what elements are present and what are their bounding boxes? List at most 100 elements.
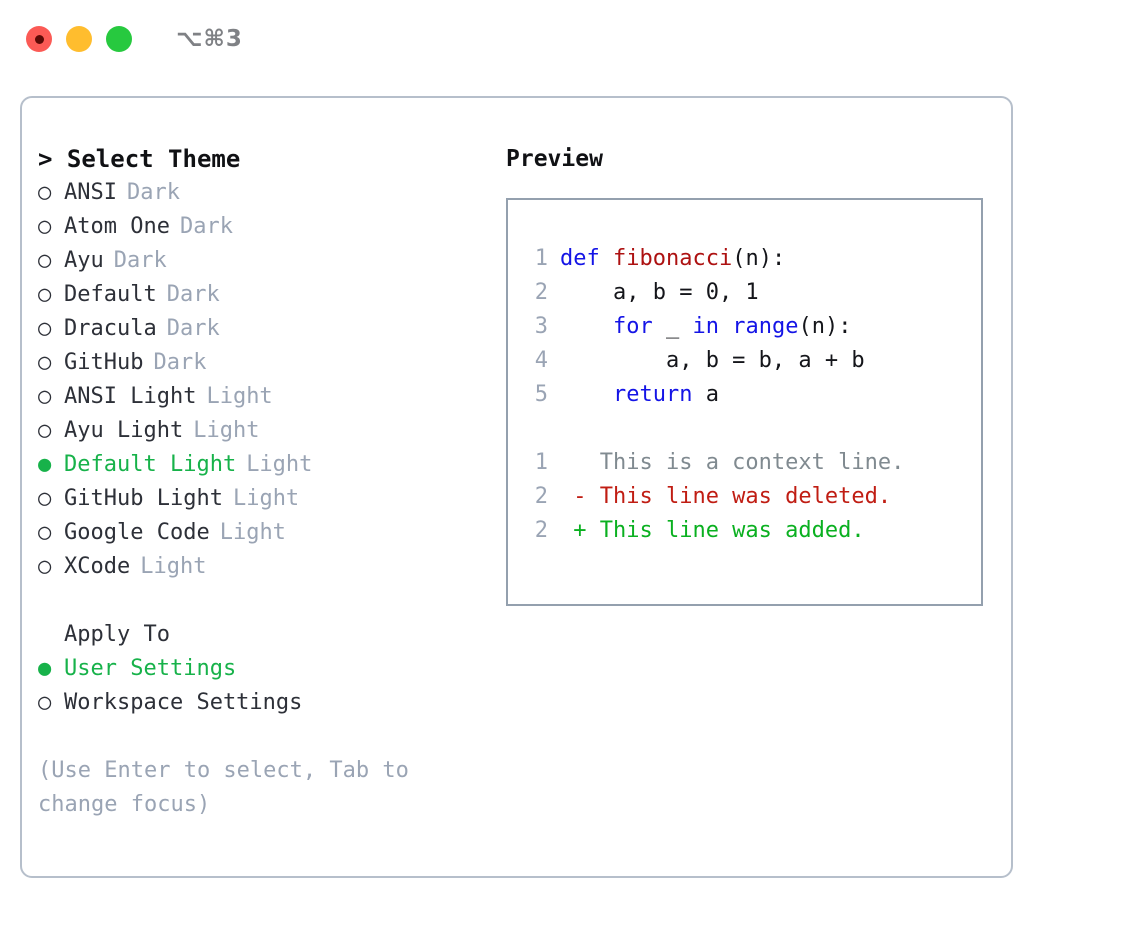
traffic-lights — [26, 26, 132, 52]
apply-to-option-0[interactable]: ● User Settings — [38, 652, 492, 686]
code-token-pl: _ — [652, 314, 693, 339]
radio-unselected-icon: ○ — [38, 520, 52, 545]
code-line-number: 1 — [534, 246, 548, 271]
radio-unselected-icon: ○ — [38, 248, 52, 273]
code-line-number: 5 — [534, 382, 548, 407]
code-line: 5 return a — [522, 378, 981, 412]
code-line-content: a, b = 0, 1 — [560, 276, 759, 310]
code-line-content: a, b = b, a + b — [560, 344, 865, 378]
theme-option-label: Atom One — [64, 214, 170, 239]
code-token-kw: def — [560, 246, 613, 271]
theme-option-tag: Light — [140, 554, 207, 579]
theme-option-tag: Light — [206, 384, 273, 409]
minimize-window-icon[interactable] — [66, 26, 92, 52]
code-token-pl: (n): — [798, 314, 852, 339]
theme-option-tag: Light — [232, 486, 300, 511]
theme-option-label: Ayu — [64, 248, 104, 273]
radio-unselected-icon: ○ — [38, 486, 52, 511]
theme-option-label: Ayu Light — [64, 418, 184, 443]
code-token-pl: a — [692, 382, 719, 407]
theme-option-label: ANSI — [64, 180, 117, 205]
theme-option-tag: Dark — [166, 282, 220, 307]
theme-option-tag: Dark — [179, 214, 233, 239]
code-line-content: def fibonacci(n): — [560, 242, 785, 276]
code-token-pl: a, b = b, a + b — [560, 348, 865, 373]
theme-option-4[interactable]: ○ Dracula Dark — [38, 312, 492, 346]
theme-option-label: Google Code — [64, 520, 210, 545]
theme-option-label: Default Light — [64, 452, 237, 477]
code-token-kw: range — [732, 314, 799, 339]
code-line-content: return a — [560, 378, 719, 412]
theme-option-tag: Dark — [166, 316, 220, 341]
code-line-number: 3 — [534, 314, 548, 339]
diff-line-number: 2 — [534, 484, 548, 509]
diff-line-number: 1 — [534, 450, 548, 475]
theme-option-9[interactable]: ○ GitHub Light Light — [38, 482, 492, 516]
apply-to-option-label: User Settings — [64, 656, 237, 681]
code-token-fn: fibonacci — [612, 246, 733, 271]
theme-option-tag: Light — [193, 418, 260, 443]
theme-option-2[interactable]: ○ Ayu Dark — [38, 244, 492, 278]
radio-unselected-icon: ○ — [38, 418, 52, 443]
theme-option-label: XCode — [64, 554, 131, 579]
radio-selected-icon: ● — [38, 656, 52, 681]
code-token-pl: (n): — [732, 246, 786, 271]
radio-unselected-icon: ○ — [38, 180, 52, 205]
theme-option-tag: Dark — [126, 180, 180, 205]
maximize-window-icon[interactable] — [106, 26, 132, 52]
theme-option-label: Dracula — [64, 316, 157, 341]
preview-title: Preview — [506, 146, 603, 172]
theme-option-1[interactable]: ○ Atom One Dark — [38, 210, 492, 244]
close-window-icon[interactable] — [26, 26, 52, 52]
radio-unselected-icon: ○ — [38, 316, 52, 341]
diff-line-text-add: + This line was added. — [560, 518, 865, 543]
diff-line: 2 - This line was deleted. — [522, 480, 981, 514]
radio-unselected-icon: ○ — [38, 384, 52, 409]
keyboard-hint-text: (Use Enter to select, Tab to change focu… — [38, 758, 409, 817]
theme-option-11[interactable]: ○ XCode Light — [38, 550, 492, 584]
code-line-number: 2 — [534, 280, 548, 305]
theme-option-8[interactable]: ● Default Light Light — [38, 448, 492, 482]
apply-to-option-label: Workspace Settings — [64, 690, 303, 715]
diff-line-text-del: - This line was deleted. — [560, 484, 892, 509]
radio-unselected-icon: ○ — [38, 690, 52, 715]
code-token-kw: in — [692, 314, 719, 339]
title-bar: ⌥⌘3 — [0, 0, 1140, 78]
code-line-content: for _ in range(n): — [560, 310, 851, 344]
radio-unselected-icon: ○ — [38, 350, 52, 375]
radio-unselected-icon: ○ — [38, 214, 52, 239]
theme-option-label: GitHub Light — [64, 486, 223, 511]
theme-option-label: GitHub — [64, 350, 144, 375]
diff-line-text-ctx: This is a context line. — [560, 450, 905, 475]
code-token-pl — [560, 314, 613, 339]
radio-selected-icon: ● — [38, 452, 52, 477]
apply-to-option-1[interactable]: ○ Workspace Settings — [38, 686, 492, 720]
code-line-number: 4 — [534, 348, 548, 373]
code-token-pl — [560, 382, 613, 407]
diff-line: 2 + This line was added. — [522, 514, 981, 548]
apply-to-header: Apply To — [64, 622, 170, 647]
code-token-pl: a, b = 0, 1 — [560, 280, 759, 305]
apply-to-option-list[interactable]: ● User Settings ○ Workspace Settings — [38, 652, 492, 720]
radio-unselected-icon: ○ — [38, 554, 52, 579]
theme-option-label: Default — [64, 282, 157, 307]
theme-option-tag: Light — [246, 452, 313, 477]
code-line: 2 a, b = 0, 1 — [522, 276, 981, 310]
code-line: 4 a, b = b, a + b — [522, 344, 981, 378]
theme-option-tag: Dark — [113, 248, 167, 273]
theme-option-0[interactable]: ○ ANSI Dark — [38, 176, 492, 210]
diff-line: 1 This is a context line. — [522, 446, 981, 480]
theme-option-7[interactable]: ○ Ayu Light Light — [38, 414, 492, 448]
code-token-kw: for — [612, 314, 653, 339]
code-line: 3 for _ in range(n): — [522, 310, 981, 344]
